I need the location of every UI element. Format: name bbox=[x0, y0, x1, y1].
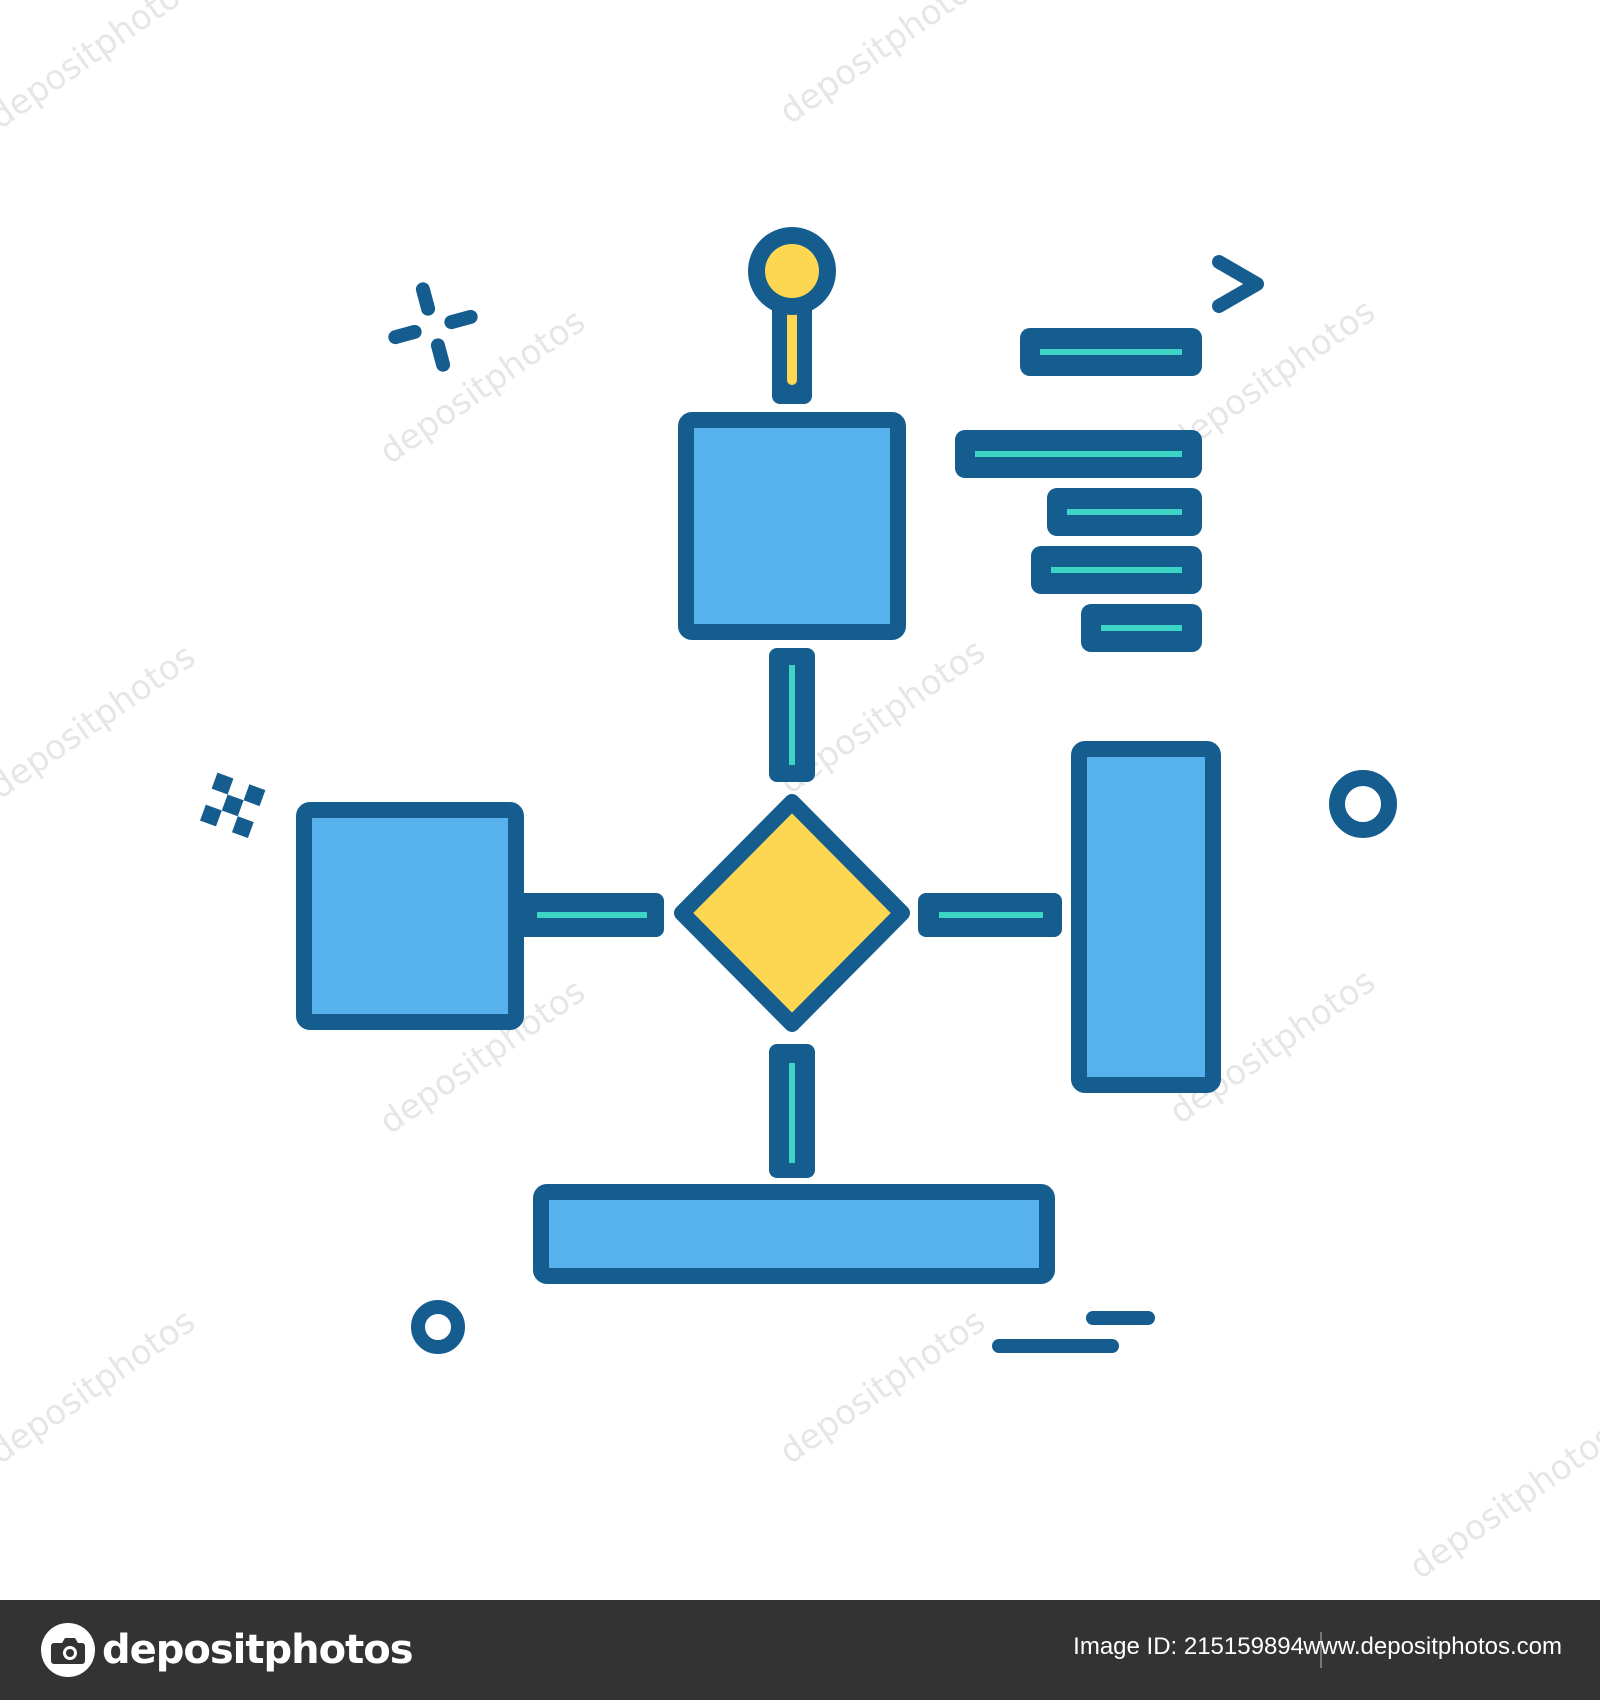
text-lines-icon bbox=[955, 328, 1202, 652]
decision-diamond-icon bbox=[674, 794, 910, 1032]
ring-circle-icon bbox=[1329, 770, 1397, 838]
chevron-right-icon bbox=[1212, 255, 1264, 313]
left-process-box bbox=[296, 802, 524, 1030]
watermark-text: depositphotos bbox=[0, 0, 203, 137]
footer-divider bbox=[1320, 1632, 1322, 1668]
watermark-text: depositphotos bbox=[0, 1301, 203, 1472]
ring-circle-icon bbox=[411, 1300, 465, 1354]
stock-footer-bar: depositphotos Image ID: 215159894 www.de… bbox=[0, 1600, 1600, 1700]
start-terminal-icon bbox=[748, 227, 836, 404]
top-process-box bbox=[678, 412, 906, 640]
watermark-text: depositphotos bbox=[372, 301, 592, 472]
connector-bottom bbox=[769, 1044, 815, 1178]
image-id-label: Image ID: 215159894 bbox=[1073, 1633, 1304, 1660]
right-process-box bbox=[1071, 741, 1221, 1093]
brand-logo-group[interactable]: depositphotos bbox=[40, 1622, 414, 1678]
checker-grid-icon bbox=[200, 772, 266, 839]
watermark-text: depositphotos bbox=[772, 1301, 992, 1472]
flowchart-illustration: depositphotos depositphotos depositphoto… bbox=[0, 0, 1600, 1587]
bottom-process-bar bbox=[533, 1184, 1055, 1284]
connector-left bbox=[516, 893, 664, 937]
sparkle-star-icon bbox=[388, 282, 478, 372]
connector-top bbox=[769, 648, 815, 782]
site-url-link[interactable]: www.depositphotos.com bbox=[1303, 1633, 1562, 1660]
watermark-text: depositphotos bbox=[0, 636, 203, 807]
watermark-text: depositphotos bbox=[1402, 1416, 1600, 1587]
speed-lines-icon bbox=[992, 1311, 1155, 1353]
connector-right bbox=[918, 893, 1062, 937]
brand-name: depositphotos bbox=[102, 1627, 414, 1673]
watermark-text: depositphotos bbox=[772, 0, 992, 132]
camera-logo-icon bbox=[41, 1623, 95, 1677]
